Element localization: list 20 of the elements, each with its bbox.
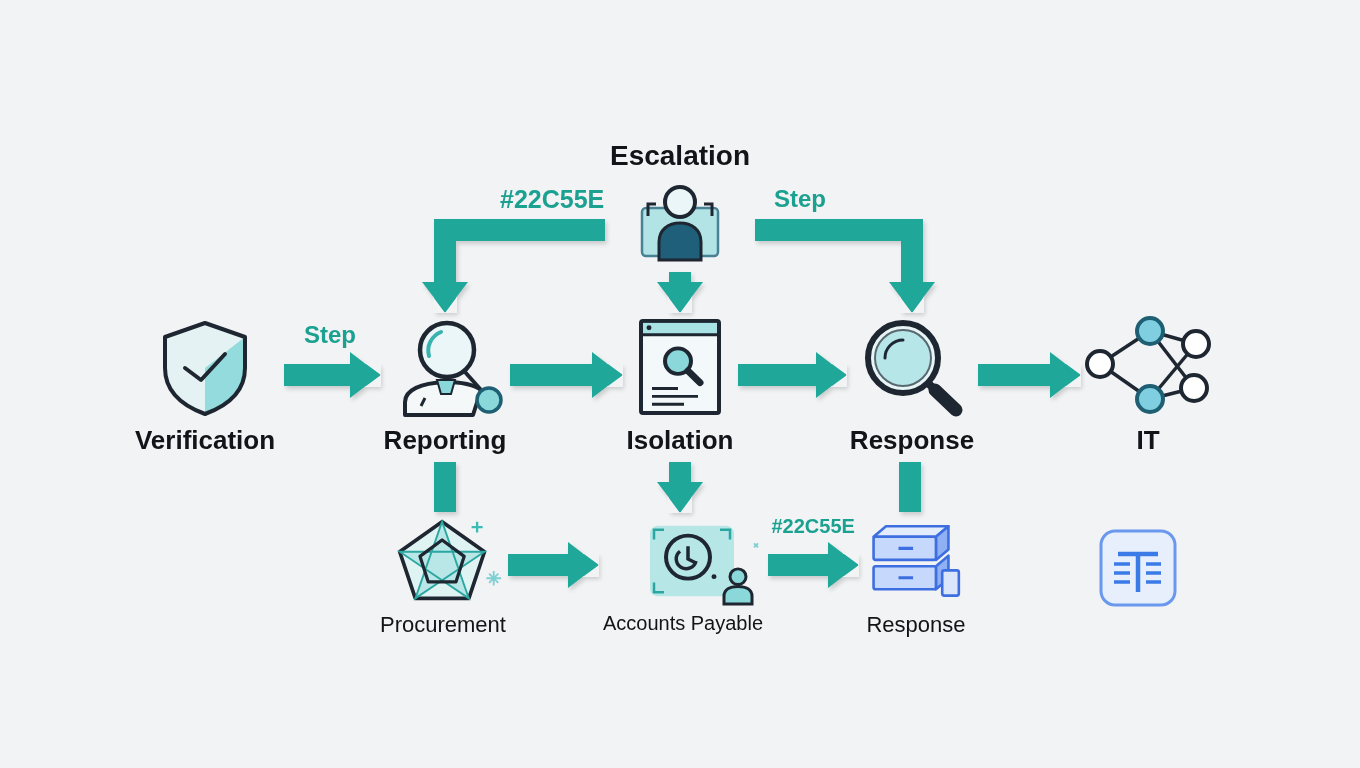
node-label: Accounts Payable — [602, 612, 764, 635]
connector — [899, 462, 921, 512]
arrow — [768, 542, 858, 588]
arrow — [508, 542, 598, 588]
arrow — [978, 352, 1080, 398]
node-label: Escalation — [609, 140, 751, 173]
arrow — [738, 352, 846, 398]
node-label: Procurement — [380, 612, 506, 638]
arrow — [284, 352, 380, 398]
node-label: Isolation — [626, 426, 734, 456]
arrow — [510, 352, 622, 398]
node-label: Reporting — [383, 426, 507, 456]
arrow — [422, 219, 605, 312]
arrow — [657, 462, 703, 512]
node-label: Verification — [134, 426, 276, 456]
connector — [434, 462, 456, 512]
node-label: Response — [849, 426, 975, 456]
node-label: Response — [866, 612, 966, 638]
node-label: IT — [1136, 426, 1160, 456]
arrow — [755, 219, 935, 312]
